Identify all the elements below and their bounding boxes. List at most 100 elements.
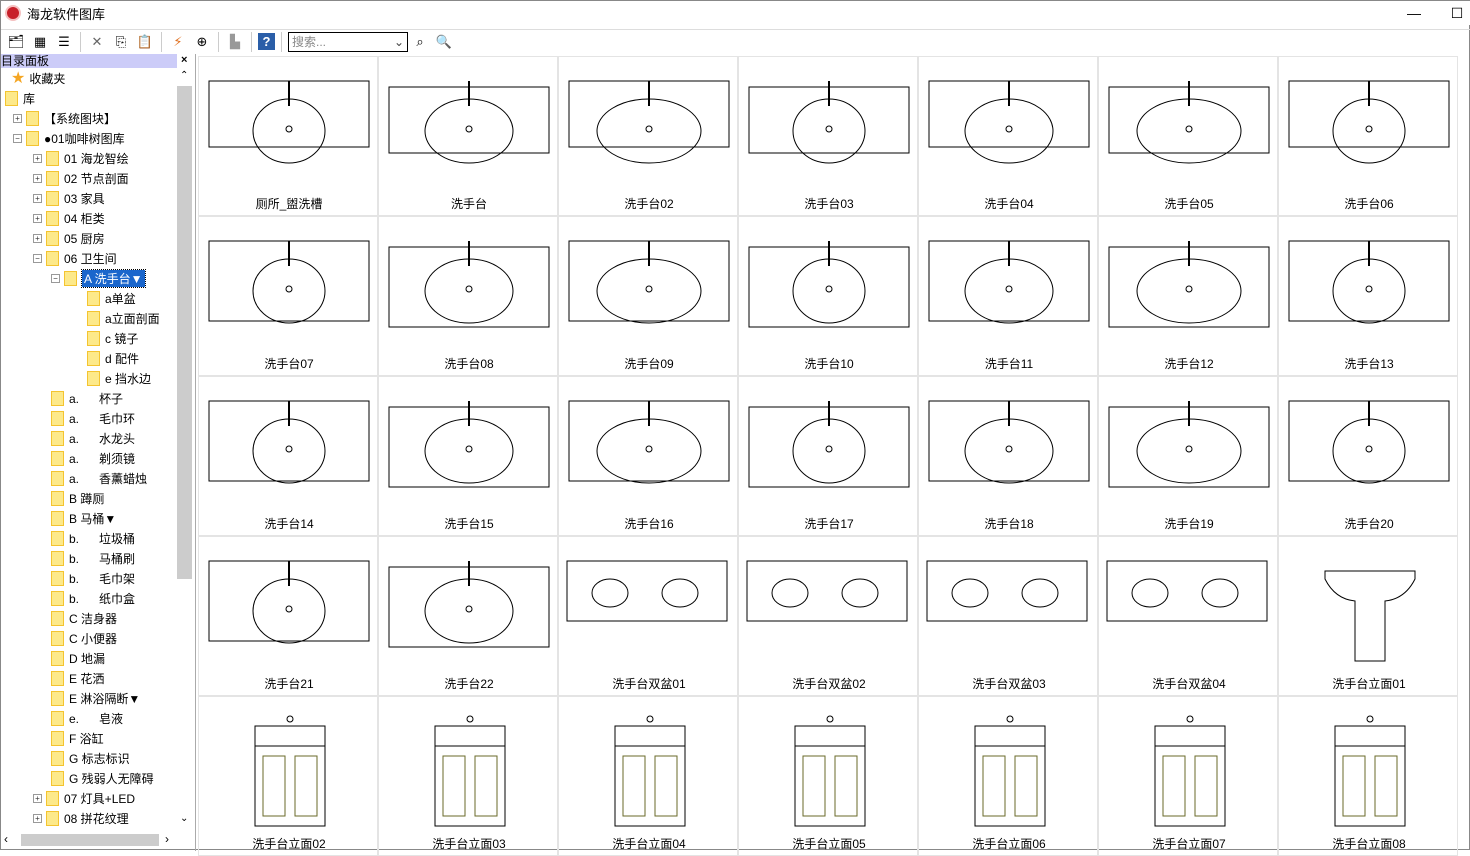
- tree-item[interactable]: +08 拼花纹理: [33, 808, 129, 828]
- tree-item[interactable]: C 小便器: [51, 628, 117, 648]
- paste-icon[interactable]: 📋: [136, 33, 154, 49]
- thumbnail-item[interactable]: 洗手台立面04: [558, 696, 738, 856]
- tree-item[interactable]: B 马桶▼: [51, 508, 116, 528]
- scroll-right-icon[interactable]: ›: [165, 832, 169, 846]
- thumbnail-item[interactable]: 洗手台20: [1278, 376, 1458, 536]
- tree-item[interactable]: −●01咖啡树图库: [13, 128, 125, 148]
- thumbnail-item[interactable]: 洗手台16: [558, 376, 738, 536]
- thumbnail-item[interactable]: 洗手台立面03: [378, 696, 558, 856]
- list-view-icon[interactable]: ☰: [58, 33, 70, 49]
- thumbnail-item[interactable]: 洗手台双盆01: [558, 536, 738, 696]
- tree-item[interactable]: c 镜子: [87, 328, 138, 348]
- expand-icon[interactable]: +: [33, 213, 42, 223]
- open-icon[interactable]: 🗂: [7, 33, 25, 49]
- thumbnail-item[interactable]: 洗手台立面08: [1278, 696, 1458, 856]
- thumbnail-item[interactable]: 洗手台: [378, 56, 558, 216]
- thumbnail-item[interactable]: 洗手台19: [1098, 376, 1278, 536]
- scroll-down-icon[interactable]: ⌄: [180, 813, 189, 824]
- thumbnail-item[interactable]: 洗手台08: [378, 216, 558, 376]
- search-icon[interactable]: 🔍: [435, 33, 453, 49]
- thumbnail-item[interactable]: 洗手台04: [918, 56, 1098, 216]
- tree-item[interactable]: b. 纸巾盒: [51, 588, 135, 608]
- thumbnail-item[interactable]: 洗手台立面06: [918, 696, 1098, 856]
- horizontal-scrollbar[interactable]: ‹ ›: [1, 831, 177, 849]
- collapse-icon[interactable]: −: [33, 253, 42, 263]
- tree-item[interactable]: +03 家具: [33, 188, 105, 208]
- tree-item[interactable]: +05 厨房: [33, 228, 105, 248]
- expand-icon[interactable]: +: [33, 813, 42, 823]
- thumbnail-item[interactable]: 洗手台21: [198, 536, 378, 696]
- tree-item[interactable]: b. 马桶刷: [51, 548, 135, 568]
- thumbnail-item[interactable]: 洗手台06: [1278, 56, 1458, 216]
- thumbnail-item[interactable]: 厕所_盥洗槽: [198, 56, 378, 216]
- expand-icon[interactable]: +: [33, 193, 42, 203]
- thumbnail-item[interactable]: 洗手台立面05: [738, 696, 918, 856]
- expand-icon[interactable]: +: [33, 153, 42, 163]
- tree-item[interactable]: −06 卫生间: [33, 248, 117, 268]
- help-icon[interactable]: ?: [258, 33, 275, 50]
- tree-item[interactable]: +01 海龙智绘: [33, 148, 129, 168]
- thumbnail-item[interactable]: 洗手台双盆02: [738, 536, 918, 696]
- tree-item[interactable]: +02 节点剖面: [33, 168, 129, 188]
- tree-item[interactable]: B 蹲厕: [51, 488, 104, 508]
- thumbnail-item[interactable]: 洗手台09: [558, 216, 738, 376]
- tree-item[interactable]: E 花洒: [51, 668, 104, 688]
- tree-item[interactable]: 库: [5, 88, 35, 108]
- tree-item[interactable]: a. 杯子: [51, 388, 123, 408]
- filter-search-icon[interactable]: ⌕: [416, 33, 424, 49]
- thumbnail-item[interactable]: 洗手台22: [378, 536, 558, 696]
- thumbnail-item[interactable]: 洗手台立面02: [198, 696, 378, 856]
- expand-icon[interactable]: +: [33, 233, 42, 243]
- expand-icon[interactable]: +: [33, 173, 42, 183]
- tree-item[interactable]: a立面剖面: [87, 308, 160, 328]
- vertical-scrollbar[interactable]: ⌃ ⌄: [177, 68, 195, 831]
- thumbnail-item[interactable]: 洗手台双盆04: [1098, 536, 1278, 696]
- thumbnail-item[interactable]: 洗手台双盆03: [918, 536, 1098, 696]
- thumbnail-item[interactable]: 洗手台12: [1098, 216, 1278, 376]
- tree-item[interactable]: a. 水龙头: [51, 428, 135, 448]
- thumbnail-item[interactable]: 洗手台03: [738, 56, 918, 216]
- tree-item[interactable]: d 配件: [87, 348, 139, 368]
- expand-icon[interactable]: +: [13, 113, 22, 123]
- scrollbar-thumb[interactable]: [21, 834, 159, 846]
- chevron-down-icon[interactable]: ⌄: [393, 34, 404, 49]
- minimize-button[interactable]: —: [1407, 5, 1421, 21]
- thumbnail-item[interactable]: 洗手台07: [198, 216, 378, 376]
- expand-icon[interactable]: +: [33, 793, 42, 803]
- tree-item[interactable]: C 洁身器: [51, 608, 117, 628]
- thumbnail-item[interactable]: 洗手台10: [738, 216, 918, 376]
- thumbnail-item[interactable]: 洗手台13: [1278, 216, 1458, 376]
- thumbnail-item[interactable]: 洗手台18: [918, 376, 1098, 536]
- tree-item[interactable]: a. 毛巾环: [51, 408, 135, 428]
- thumbnail-item[interactable]: 洗手台11: [918, 216, 1098, 376]
- thumbnail-item[interactable]: 洗手台05: [1098, 56, 1278, 216]
- tree-item[interactable]: b. 毛巾架: [51, 568, 135, 588]
- thumbnail-item[interactable]: 洗手台立面07: [1098, 696, 1278, 856]
- tree-item[interactable]: +【系统图块】: [13, 108, 116, 128]
- collapse-icon[interactable]: −: [13, 133, 22, 143]
- tree-item[interactable]: E 淋浴隔断▼: [51, 688, 140, 708]
- search-input[interactable]: 搜索...⌄: [288, 31, 408, 52]
- tree-item[interactable]: F 浴缸: [51, 728, 104, 748]
- tree-item[interactable]: a单盆: [87, 288, 136, 308]
- tree-item[interactable]: a. 香薰蜡烛: [51, 468, 147, 488]
- tree-item[interactable]: a. 剃须镜: [51, 448, 135, 468]
- grid-view-icon[interactable]: ▦: [33, 33, 47, 49]
- add-icon[interactable]: ⊕: [196, 33, 208, 49]
- scroll-left-icon[interactable]: ‹: [4, 832, 8, 846]
- scrollbar-thumb[interactable]: [177, 86, 192, 579]
- tree-item[interactable]: e 挡水边: [87, 368, 151, 388]
- thumbnail-item[interactable]: 洗手台15: [378, 376, 558, 536]
- maximize-button[interactable]: ☐: [1450, 5, 1464, 21]
- tree-item[interactable]: ★收藏夹: [5, 68, 65, 88]
- thumbnail-item[interactable]: 洗手台17: [738, 376, 918, 536]
- tree-item[interactable]: +07 灯具+LED: [33, 788, 135, 808]
- delete-icon[interactable]: ✕: [91, 33, 103, 49]
- tree-item[interactable]: G 标志标识: [51, 748, 130, 768]
- tree-item[interactable]: b. 垃圾桶: [51, 528, 135, 548]
- tree-item[interactable]: e. 皂液: [51, 708, 123, 728]
- thumbnail-item[interactable]: 洗手台立面01: [1278, 536, 1458, 696]
- tree-item[interactable]: +04 柜类: [33, 208, 105, 228]
- tree-item[interactable]: D 地漏: [51, 648, 105, 668]
- home-icon[interactable]: ▙: [230, 33, 240, 49]
